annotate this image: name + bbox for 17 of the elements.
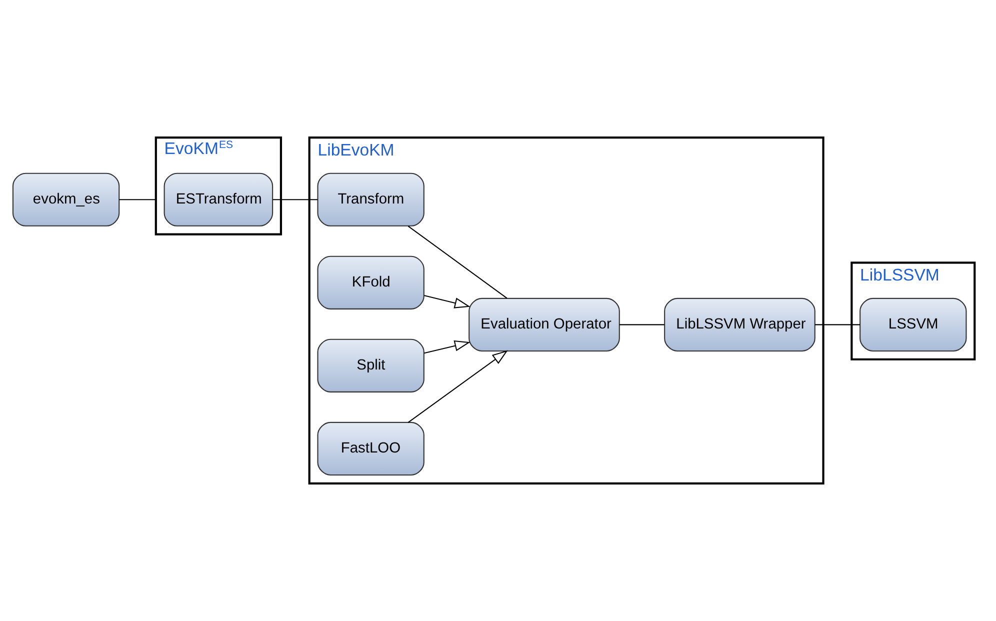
node-box: Split — [317, 338, 424, 392]
connector — [408, 226, 508, 299]
connector — [620, 324, 664, 326]
node-box: KFold — [317, 256, 424, 310]
node-box: ESTransform — [164, 172, 274, 226]
node-box: FastLOO — [317, 422, 424, 476]
connector — [119, 199, 156, 200]
arrow — [408, 350, 508, 423]
node-box: LSSVM — [860, 298, 967, 352]
arrow — [424, 294, 470, 308]
node-box: Transform — [317, 172, 424, 226]
connector — [272, 199, 318, 200]
connector — [814, 324, 860, 326]
node-box: LibLSSVM Wrapper — [664, 298, 816, 352]
node-box: evokm_es — [12, 172, 120, 226]
arrow — [424, 340, 470, 354]
node-box: Evaluation Operator — [468, 298, 620, 352]
